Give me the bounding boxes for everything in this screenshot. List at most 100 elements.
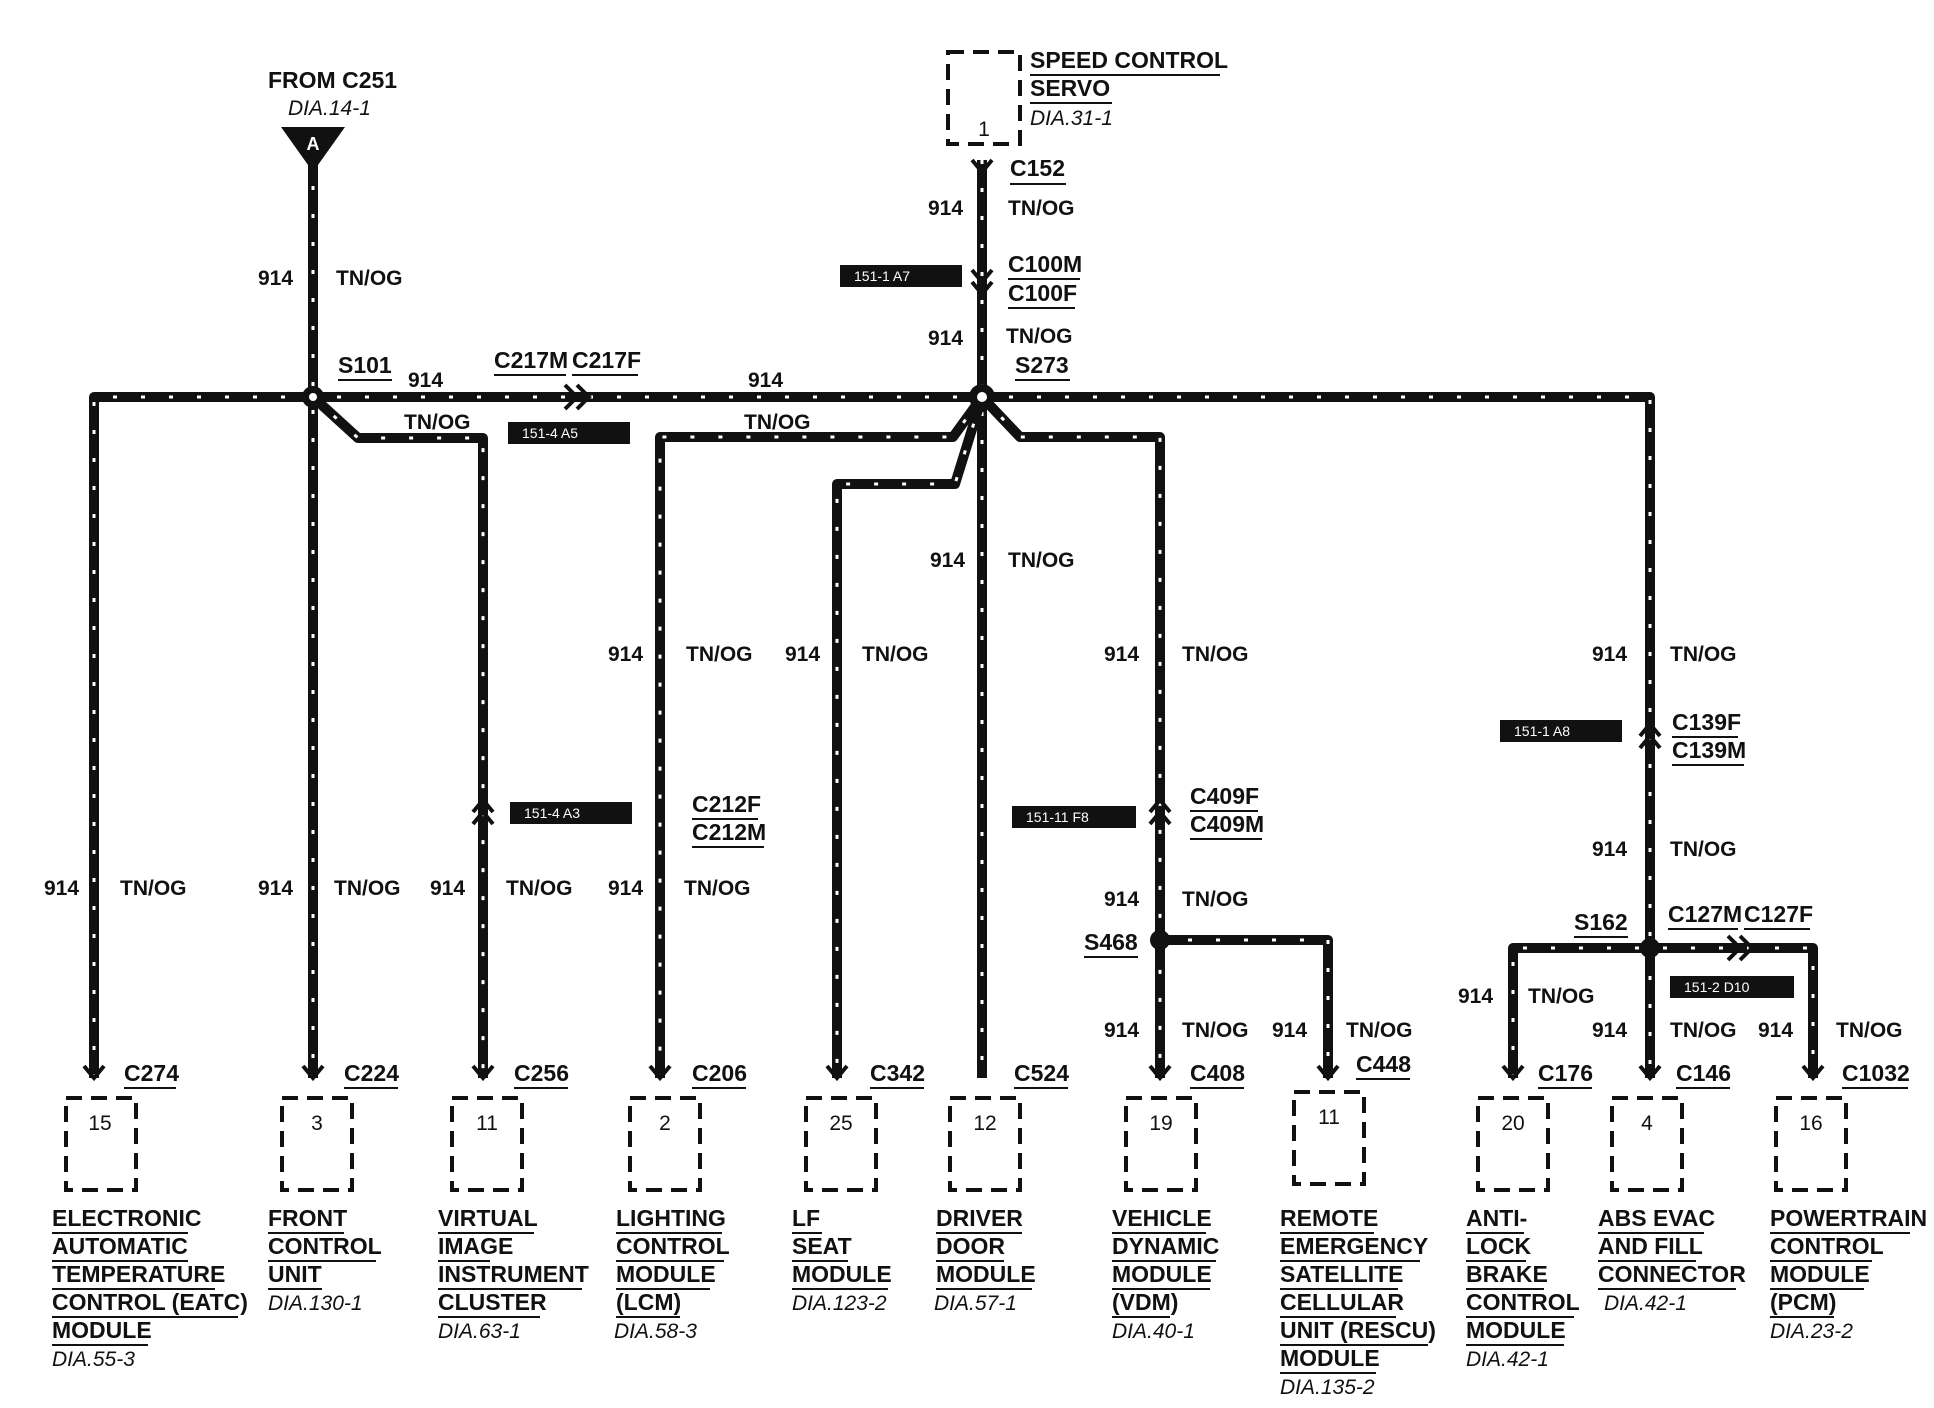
wire-circuit: 914 xyxy=(928,327,963,350)
servo-title-2: SERVO xyxy=(1030,75,1110,101)
module-line: MODULE xyxy=(1770,1261,1870,1287)
wire-circuit: 914 xyxy=(1458,985,1493,1008)
module-line: VIRTUAL xyxy=(438,1205,538,1231)
wire-color: TN/OG xyxy=(1006,325,1073,348)
tag-c139: 151-1 A8 xyxy=(1514,723,1570,739)
pin-number: 3 xyxy=(311,1112,323,1135)
module-line: TEMPERATURE xyxy=(52,1261,225,1287)
module-line: CONTROL (EATC) xyxy=(52,1289,248,1315)
connector-label: C256 xyxy=(514,1060,569,1086)
s162-label: S162 xyxy=(1574,909,1628,935)
module-line: ABS EVAC xyxy=(1598,1205,1715,1231)
connector-labels: C152 C100M C100F C217M C217F C212F C212M… xyxy=(494,155,1813,930)
connector-label: C176 xyxy=(1538,1060,1593,1086)
wire-color: TN/OG xyxy=(686,643,753,666)
connector-label: C524 xyxy=(1014,1060,1069,1086)
wire-circuit: 914 xyxy=(1104,888,1139,911)
wire-circuit: 914 xyxy=(1758,1019,1793,1042)
source-letter: A xyxy=(307,134,320,154)
wire-color: TN/OG xyxy=(1008,197,1075,220)
c127f-label: C127F xyxy=(1744,901,1813,927)
module-line: FRONT xyxy=(268,1205,347,1231)
source-from-c251: FROM C251 DIA.14-1 A xyxy=(268,67,397,172)
pin-number: 2 xyxy=(659,1112,671,1135)
module-ref: DIA.42-1 xyxy=(1604,1292,1687,1315)
c100m-label: C100M xyxy=(1008,251,1082,277)
pin-number: 12 xyxy=(973,1112,996,1135)
module-line: CONNECTOR xyxy=(1598,1261,1746,1287)
wire-color: TN/OG xyxy=(1528,985,1595,1008)
c212f-label: C212F xyxy=(692,791,761,817)
c212m-label: C212M xyxy=(692,819,766,845)
connector-label: C448 xyxy=(1356,1051,1411,1077)
wire-color: TN/OG xyxy=(684,877,751,900)
module-line: UNIT xyxy=(268,1261,322,1287)
wire-circuit: 914 xyxy=(1104,1019,1139,1042)
wire-color: TN/OG xyxy=(1346,1019,1413,1042)
c217f-label: C217F xyxy=(572,347,641,373)
wire-circuit: 914 xyxy=(608,643,643,666)
module-line: AND FILL xyxy=(1598,1233,1703,1259)
wire-color: TN/OG xyxy=(1836,1019,1903,1042)
wire-circuit: 914 xyxy=(608,877,643,900)
module-line: (PCM) xyxy=(1770,1289,1836,1315)
connector-label: C342 xyxy=(870,1060,925,1086)
module-ref: DIA.57-1 xyxy=(934,1292,1017,1315)
connector-label: C274 xyxy=(124,1060,179,1086)
wire-color: TN/OG xyxy=(1670,1019,1737,1042)
speed-control-servo: 1 SPEED CONTROL SERVO DIA.31-1 xyxy=(946,47,1228,146)
module-abs: C176 20 ANTI- LOCK BRAKE CONTROL MODULE … xyxy=(1466,1060,1593,1371)
module-line: DRIVER xyxy=(936,1205,1023,1231)
module-line: ELECTRONIC xyxy=(52,1205,202,1231)
wire-circuit: 914 xyxy=(1104,643,1139,666)
module-line: AUTOMATIC xyxy=(52,1233,188,1259)
splice-labels: S101 S273 S468 S162 xyxy=(338,352,1628,958)
connector-label: C1032 xyxy=(1842,1060,1910,1086)
module-line: LF xyxy=(792,1205,820,1231)
wire-harness xyxy=(89,158,1818,1078)
pin-number: 4 xyxy=(1641,1112,1653,1135)
wire-color: TN/OG xyxy=(1182,643,1249,666)
wire-circuit: 914 xyxy=(1272,1019,1307,1042)
module-ref: DIA.23-2 xyxy=(1770,1320,1853,1343)
pin-number: 11 xyxy=(476,1112,498,1135)
wire-circuit: 914 xyxy=(430,877,465,900)
module-line: EMERGENCY xyxy=(1280,1233,1428,1259)
wire-color: TN/OG xyxy=(744,411,811,434)
connector-label: C206 xyxy=(692,1060,747,1086)
splice-points xyxy=(302,384,1660,958)
tag-c409: 151-11 F8 xyxy=(1026,809,1089,825)
source-title: FROM C251 xyxy=(268,67,397,93)
wire-color: TN/OG xyxy=(1182,888,1249,911)
module-eatc: C274 15 ELECTRONIC AUTOMATIC TEMPERATURE… xyxy=(52,1060,248,1371)
wire-color: TN/OG xyxy=(506,877,573,900)
s468-label: S468 xyxy=(1084,929,1138,955)
module-line: CLUSTER xyxy=(438,1289,547,1315)
c217m-label: C217M xyxy=(494,347,568,373)
wire-circuit: 914 xyxy=(258,267,293,290)
module-line: LIGHTING xyxy=(616,1205,726,1231)
module-ddm: C524 12 DRIVER DOOR MODULE DIA.57-1 xyxy=(934,1060,1069,1315)
c409m-label: C409M xyxy=(1190,811,1264,837)
servo-ref: DIA.31-1 xyxy=(1030,107,1113,130)
module-vdm: C408 19 VEHICLE DYNAMIC MODULE (VDM) DIA… xyxy=(1112,1060,1245,1343)
wire-color: TN/OG xyxy=(1008,549,1075,572)
pin-number: 20 xyxy=(1501,1112,1524,1135)
wire-circuit: 914 xyxy=(258,877,293,900)
module-lcm: C206 2 LIGHTING CONTROL MODULE (LCM) DIA… xyxy=(614,1060,747,1343)
module-fcu: C224 3 FRONT CONTROL UNIT DIA.130-1 xyxy=(268,1060,399,1315)
module-line: MODULE xyxy=(1280,1345,1380,1371)
module-line: SATELLITE xyxy=(1280,1261,1404,1287)
c127m-label: C127M xyxy=(1668,901,1742,927)
reference-tags: 151-1 A7 151-4 A5 151-4 A3 151-11 F8 151… xyxy=(508,265,1794,998)
module-lfseat: C342 25 LF SEAT MODULE DIA.123-2 xyxy=(792,1060,925,1315)
module-line: MODULE xyxy=(792,1261,892,1287)
module-line: INSTRUMENT xyxy=(438,1261,589,1287)
connector-label: C408 xyxy=(1190,1060,1245,1086)
wire-color: TN/OG xyxy=(1670,643,1737,666)
s273-label: S273 xyxy=(1015,352,1069,378)
pin-number: 19 xyxy=(1149,1112,1172,1135)
wire-circuit: 914 xyxy=(748,369,783,392)
module-line: CONTROL xyxy=(616,1233,730,1259)
